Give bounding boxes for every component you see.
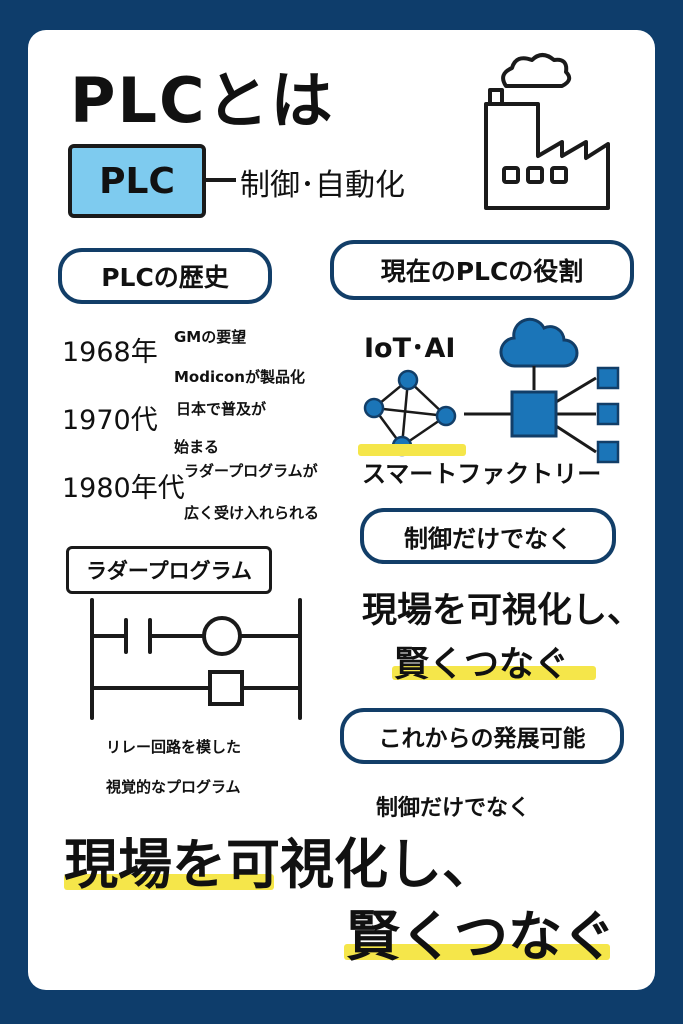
factory-icon [484, 53, 610, 210]
ladder-caption-line2: 視覚的なプログラム [106, 778, 241, 796]
history-event: 広く受け入れられる [184, 504, 320, 522]
ladder-caption-line1: リレー回路を模した [106, 738, 242, 756]
beyond-control-highlight [392, 666, 596, 680]
plc-box: PLC [68, 144, 206, 218]
history-year-1968: 1968年 [62, 337, 158, 368]
page-title: PLCとは [70, 64, 335, 137]
future-slogan-line2: 賢くつなぐ [346, 905, 616, 968]
future-heading: これからの発展可能 [340, 708, 624, 764]
iot-ai-label: IoT･AI [364, 333, 456, 364]
history-event: 日本で普及が [176, 400, 267, 418]
smart-factory-label: スマートファクトリー [362, 460, 602, 488]
history-year-1980: 1980年代 [62, 473, 185, 504]
smart-factory-highlight [358, 444, 466, 456]
future-highlight-line1 [64, 874, 274, 890]
history-event: 始まる [174, 438, 220, 456]
current-role-heading: 現在のPLCの役割 [330, 240, 634, 300]
history-event: Modiconが製品化 [174, 368, 305, 386]
history-event: ラダープログラムが [184, 462, 318, 480]
history-event: GMの要望 [174, 328, 247, 346]
hub-node-icon [464, 366, 620, 464]
future-highlight-line2 [344, 944, 610, 960]
subtitle: 制御･自動化 [240, 168, 405, 203]
ladder-heading: ラダープログラム [66, 546, 272, 594]
history-heading: PLCの歴史 [58, 248, 272, 304]
future-slogan-line1: 現場を可視化し、 [64, 833, 496, 896]
infographic-card: PLCとは PLC 制御･自動化 PLCの歴史 1968年 GMの要望 Modi… [28, 30, 655, 990]
beyond-control-slogan-line2: 賢くつなぐ [394, 645, 570, 685]
ladder-diagram-icon [90, 598, 302, 720]
cloud-icon [499, 317, 579, 368]
future-subheading: 制御だけでなく [376, 796, 531, 821]
beyond-control-heading: 制御だけでなく [360, 508, 616, 564]
connector-line [206, 178, 236, 182]
beyond-control-slogan-line1: 現場を可視化し、 [362, 591, 643, 631]
history-year-1970: 1970代 [62, 405, 158, 436]
